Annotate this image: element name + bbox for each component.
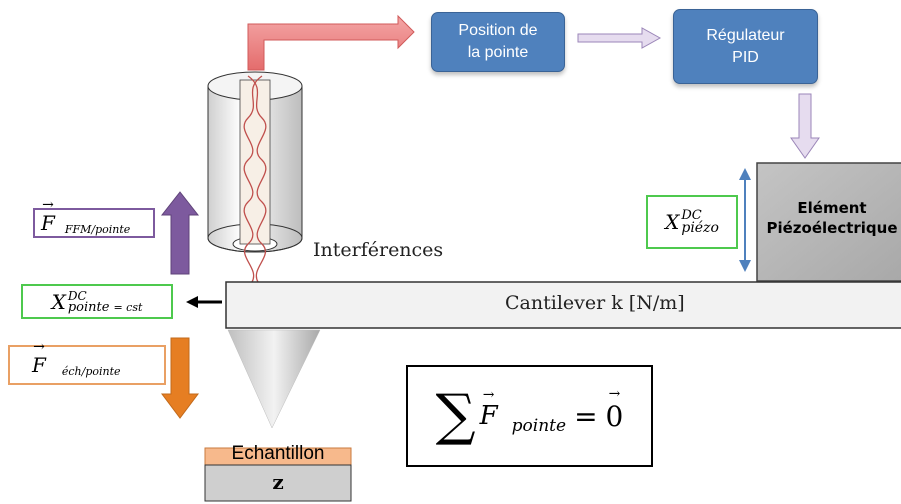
force-balance-equation: ∑ F pointe = 0 (406, 365, 653, 467)
sum-sub: pointe (511, 416, 567, 436)
sum-f-symbol: F (480, 387, 498, 431)
regulateur-line2: PID (732, 48, 759, 66)
z-stage (204, 464, 352, 502)
f-ech-symbol: F (32, 339, 46, 377)
piezo-element (756, 162, 901, 282)
arrow-position-to-pid (577, 27, 662, 49)
cantilever-beam (225, 281, 901, 329)
cantilever-label: Cantilever k [N/m] (505, 292, 685, 314)
x-piezo-symbol: X (665, 210, 680, 234)
fiber-output-arrow (247, 14, 415, 71)
f-ech-arrow (161, 337, 199, 419)
piezo-label: Elément Piézoélectrique (757, 198, 901, 238)
sum-symbol: ∑ (435, 383, 476, 448)
f-ffm-arrow (160, 191, 200, 275)
f-ffm-label: F FFM/pointe (33, 197, 155, 238)
x-pointe-tail: = cst (113, 301, 143, 314)
piezo-displacement-arrow (739, 168, 751, 272)
position-pointe-line1: Position de (458, 22, 538, 39)
x-piezo-sup: DC (681, 208, 702, 223)
echantillon-label: Echantillon (231, 443, 325, 464)
x-pointe-label: X DC pointe = cst (21, 284, 173, 319)
x-pointe-arrow (186, 296, 222, 308)
regulateur-pid-box: Régulateur PID (673, 9, 818, 84)
x-pointe-symbol: X (51, 289, 66, 314)
x-piezo-label: X DC piézo (646, 195, 738, 249)
position-pointe-box: Position de la pointe (431, 12, 565, 72)
piezo-line1: Elément (797, 199, 867, 217)
f-ffm-sub: FFM/pointe (64, 222, 131, 236)
f-ech-sub: éch/pointe (61, 364, 121, 378)
sum-equals: = (574, 399, 598, 433)
f-ffm-symbol: F (41, 197, 55, 235)
z-label: z (272, 470, 284, 494)
f-ech-label: F éch/pointe (8, 339, 166, 385)
piezo-line2: Piézoélectrique (766, 219, 898, 237)
tip-cone (227, 329, 321, 429)
position-pointe-line2: la pointe (467, 44, 529, 61)
sum-zero: 0 (606, 386, 624, 433)
x-pointe-sub: pointe (67, 299, 110, 315)
interferences-label: Interférences (313, 239, 444, 261)
x-piezo-sub: piézo (681, 220, 719, 236)
arrow-pid-to-piezo (790, 93, 820, 159)
optical-fiber (207, 71, 303, 283)
x-pointe-sup: DC (67, 288, 87, 303)
regulateur-line1: Régulateur (706, 26, 785, 44)
